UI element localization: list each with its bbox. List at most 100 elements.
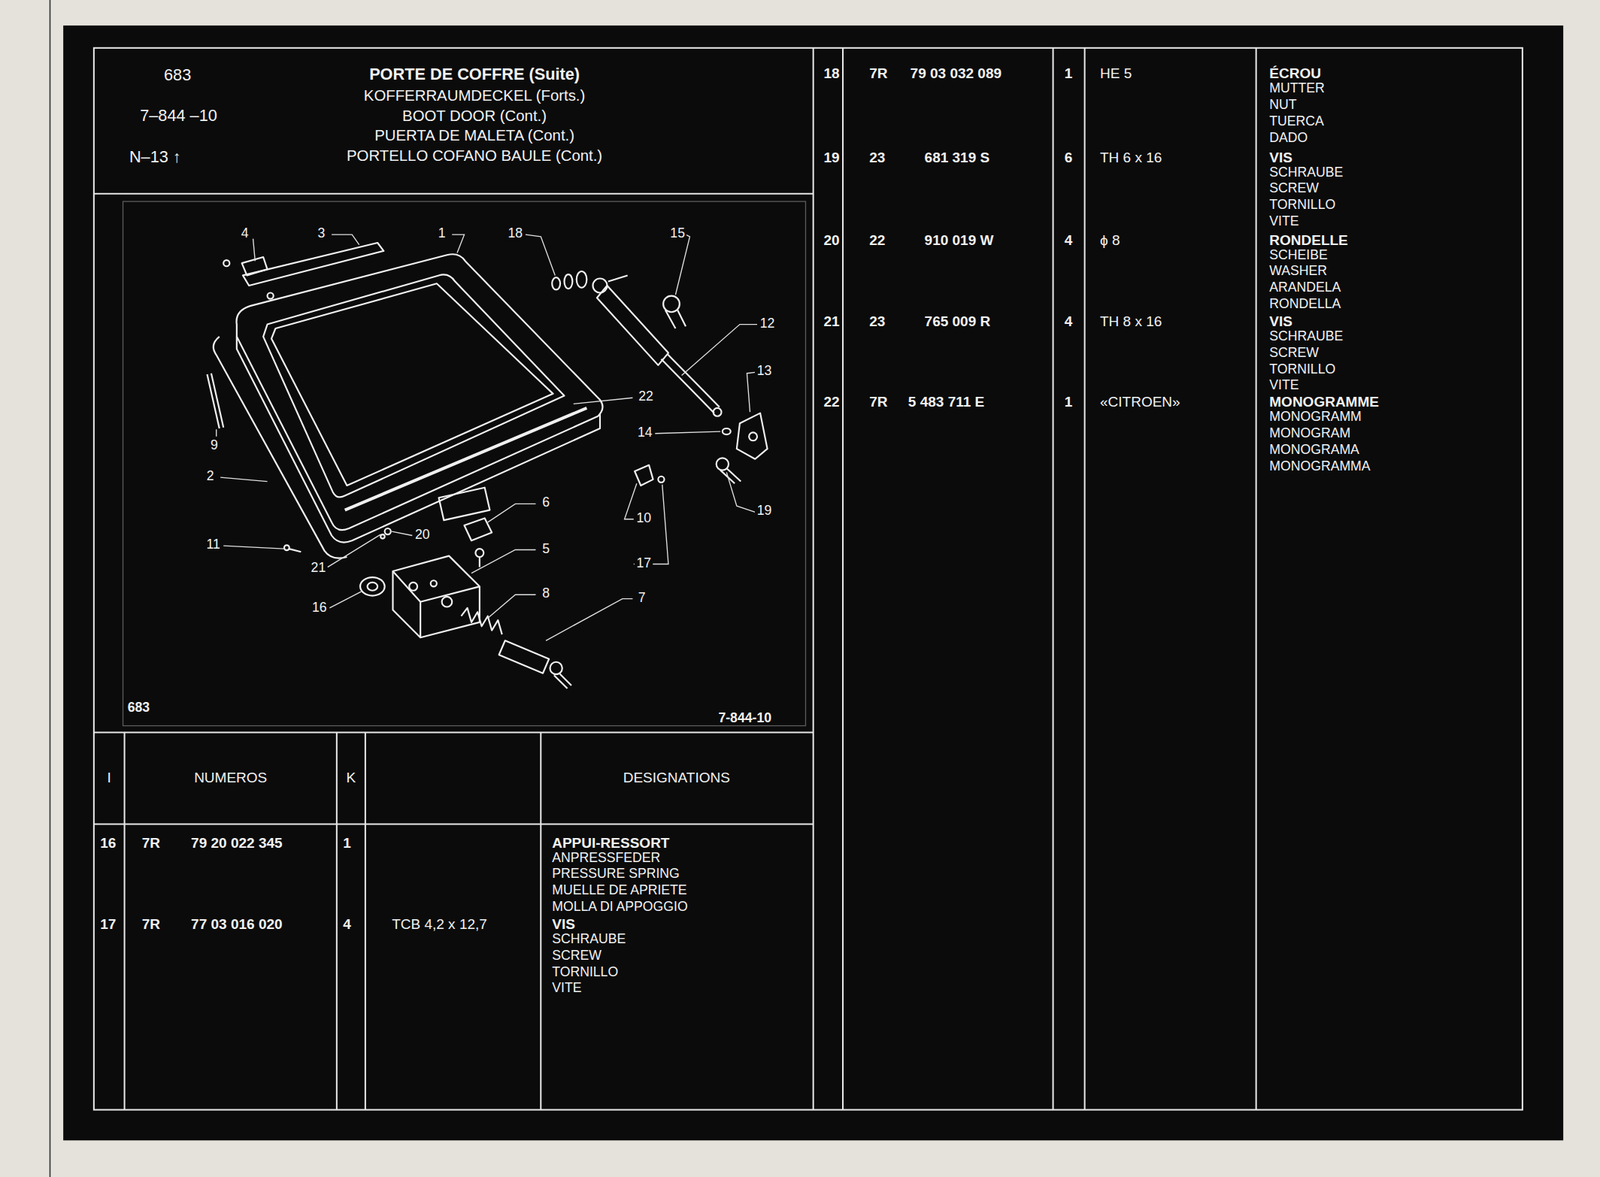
drawing-stroke [236,336,600,543]
drawing-stroke [549,662,562,675]
designation: TORNILLO [1269,362,1336,378]
drawing-stroke [654,431,721,434]
designation: VITE [1269,214,1299,230]
rule-line [1052,48,1055,1111]
drawing-stroke [206,242,767,689]
drawing-stroke [608,275,628,282]
drawing-stroke [681,324,758,376]
drawing-stroke [391,531,413,536]
designation: PRESSURE SPRING [551,867,680,883]
designation: MOLLA DI APPOGGIO [551,900,688,916]
designation: ANPRESSFEDER [551,851,661,867]
designation: TUERCA [1269,114,1325,130]
item-number: 17 [100,915,116,933]
item-number: 18 [823,64,840,82]
rule-line [1084,48,1086,1111]
drawing-stroke [327,534,382,567]
column-head: K [346,769,357,786]
heading-text: N–13 ↑ [129,148,182,167]
drawing-stroke [442,596,453,608]
column-head: I [107,769,112,786]
drawing-stroke [271,283,554,486]
designation: ARANDELA [1269,280,1341,296]
rule-line [124,732,126,1110]
drawing-stroke [663,296,680,313]
quantity: 4 [1064,231,1073,249]
drawing-stroke [288,548,301,552]
illustration-panel: 683 7-844-10 [122,200,807,727]
drawing-stroke [360,577,385,596]
drawing-stroke [263,274,564,497]
rule-line [93,731,814,734]
designation: DADO [1269,130,1308,146]
quantity: 6 [1064,148,1073,166]
designation: MONOGRAMA [1269,442,1360,458]
specification: HE 5 [1100,64,1132,82]
drawing-stroke [451,234,464,253]
callout-number: 9 [208,439,220,455]
drawing-stroke [748,432,758,441]
drawing-stroke [660,354,719,414]
drawing-stroke [463,518,492,541]
header-box: 6837–844 –10N–13 ↑PORTE DE COFFRE (Suite… [93,48,814,194]
drawing-stroke [216,234,758,641]
drawing-stroke [220,477,267,482]
drawing-stroke [592,278,607,293]
drawing-stroke [409,582,418,591]
callout-number: 8 [539,587,552,603]
heading-text: PORTELLO COFANO BAULE (Cont.) [346,146,603,164]
item-number: 21 [823,312,840,330]
drawing-stroke [215,429,217,437]
quantity: 4 [1064,312,1073,330]
drawing-stroke [331,234,360,246]
callout-number: 11 [204,537,223,553]
heading-text: 683 [163,66,191,86]
drawing-stroke [675,234,690,295]
drawing-stroke [460,608,502,635]
drawing-stroke [392,571,479,638]
item-number: 19 [823,148,840,166]
drawing-stroke [367,582,379,591]
rule-line [93,824,814,826]
callout-number: 18 [506,227,525,243]
drawing-ref: 683 [127,701,150,717]
designation: MONOGRAMMA [1269,459,1370,475]
item-number: 22 [823,393,840,410]
quantity: 1 [1064,64,1073,82]
designation: SCHRAUBE [551,933,626,949]
rule-line [93,193,814,195]
drawing-stroke [471,549,536,573]
drawing-stroke [576,271,588,288]
designation: SCREW [1269,345,1319,361]
designation: WASHER [1269,264,1328,280]
column-head: NUMEROS [193,769,267,786]
drawing-stroke [525,234,555,276]
designation: MUTTER [1269,81,1325,97]
drawing-stroke [380,534,385,539]
specification: TCB 4,2 x 12,7 [391,915,488,933]
drawing-ref: 7-844-10 [718,711,772,727]
callout-number: 6 [539,496,552,512]
callout-number: 14 [635,425,655,441]
designation: SCHRAUBE [1269,165,1343,181]
drawing-stroke [487,594,537,619]
designation: VITE [1269,378,1299,394]
designation: TORNILLO [1269,198,1336,214]
rule-line [336,732,338,1110]
callout-number: 19 [754,504,774,520]
callout-number: 2 [204,469,216,485]
designation: RONDELLE [1269,231,1348,249]
drawing-stroke [554,673,572,689]
designation: NUT [1269,98,1297,114]
rule-line [539,732,542,1110]
designation: SCHRAUBE [1269,330,1343,346]
designation: VIS [1269,312,1293,330]
rule-line [1255,48,1258,1111]
callout-number: 5 [539,542,552,558]
drawing-stroke [634,465,653,486]
prefix: 22 [869,231,885,249]
drawing-stroke [722,428,731,435]
